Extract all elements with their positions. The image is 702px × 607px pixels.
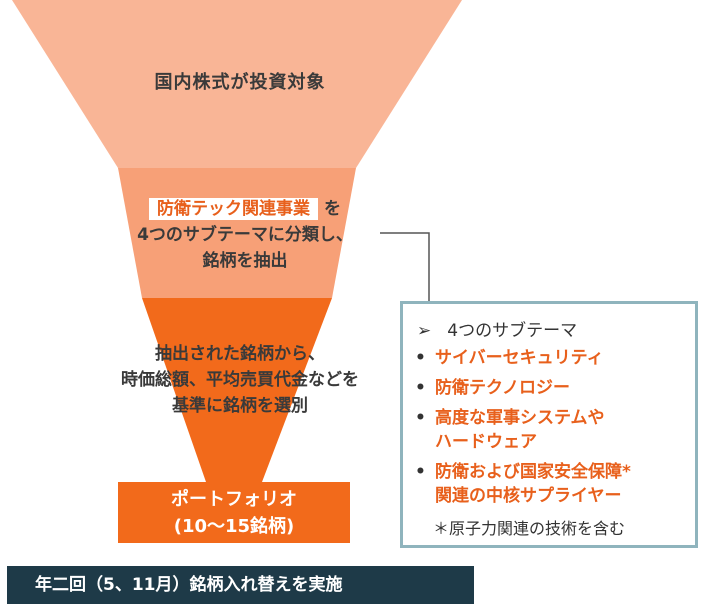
portfolio-count: (10～15銘柄) [173, 515, 295, 537]
bullet-icon: • [415, 348, 426, 368]
bullet-icon: • [415, 462, 426, 482]
layer2-line3: 銘柄を抽出 [202, 251, 288, 271]
subtheme-item-core-suppliers: • 防衛および国家安全保障* 関連の中核サプライヤー [415, 460, 631, 508]
layer2-line2: 4つのサブテーマに分類し、 [137, 225, 353, 245]
highlight-label: 防衛テック関連事業 [149, 198, 319, 220]
subtheme-label: 高度な軍事システムや ハードウェア [435, 406, 605, 454]
subtheme-label-line1: 防衛および国家安全保障* [435, 462, 631, 482]
subtheme-label: 防衛および国家安全保障* 関連の中核サプライヤー [435, 460, 631, 508]
arrow-bullet-icon: ➢ [417, 321, 432, 341]
layer1-text: 国内株式が投資対象 [154, 72, 326, 93]
portfolio-title: ポートフォリオ [171, 488, 297, 510]
layer3-line2: 時価総額、平均売買代金などを [121, 370, 359, 390]
layer3-text: 抽出された銘柄から、 時価総額、平均売買代金などを 基準に銘柄を選別 [70, 341, 410, 419]
subtheme-item-cybersecurity: • サイバーセキュリティ [415, 346, 604, 370]
subtheme-label-line2: ハードウェア [435, 432, 537, 452]
layer2-line1: 防衛テック関連事業 を [80, 196, 410, 222]
bullet-icon: • [415, 408, 426, 428]
layer3-line1: 抽出された銘柄から、 [155, 344, 325, 364]
subtheme-label-line1: 高度な軍事システムや [435, 408, 605, 428]
subtheme-box: ➢ 4つのサブテーマ • サイバーセキュリティ • 防衛テクノロジー • 高度な軍… [400, 301, 698, 548]
subtheme-label-line2: 関連の中核サプライヤー [435, 486, 622, 506]
layer2-text: 防衛テック関連事業 を 4つのサブテーマに分類し、 銘柄を抽出 [80, 196, 410, 274]
funnel-layer-top [12, 0, 462, 168]
rebalance-banner: 年二回（5、11月）銘柄入れ替えを実施 [7, 566, 474, 604]
subtheme-footnote: ＊原子力関連の技術を含む [433, 519, 626, 538]
subtheme-heading: ➢ 4つのサブテーマ [417, 316, 577, 341]
subtheme-item-defense-tech: • 防衛テクノロジー [415, 376, 570, 400]
subtheme-item-military-systems: • 高度な軍事システムや ハードウェア [415, 406, 605, 454]
layer3-line3: 基準に銘柄を選別 [172, 396, 308, 416]
portfolio-box: ポートフォリオ (10～15銘柄) [118, 482, 350, 543]
subtheme-label: サイバーセキュリティ [435, 348, 604, 368]
subtheme-label: 防衛テクノロジー [435, 378, 570, 398]
funnel-layer-bottom [142, 298, 332, 482]
bullet-icon: • [415, 378, 426, 398]
layer2-particle: を [323, 199, 341, 219]
subtheme-heading-text: 4つのサブテーマ [447, 321, 578, 341]
